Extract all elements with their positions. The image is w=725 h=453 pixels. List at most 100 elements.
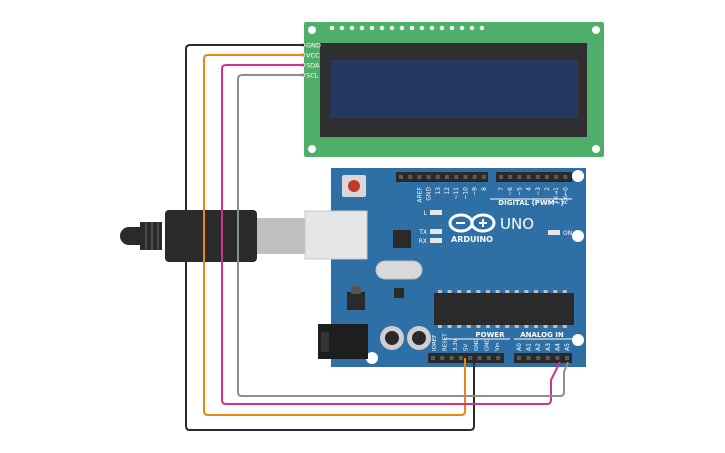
lcd-top-pin (399, 25, 405, 31)
header-hole[interactable] (431, 356, 435, 360)
header-hole[interactable] (496, 356, 501, 360)
led-tx (430, 229, 442, 234)
wire-scl[interactable] (237, 74, 569, 397)
arduino-pcb (331, 168, 586, 367)
header-hole[interactable] (526, 175, 531, 179)
voltage-regulator (347, 292, 365, 310)
header-hole[interactable] (468, 356, 473, 360)
header-hole[interactable] (545, 175, 549, 179)
header-hole[interactable] (440, 356, 445, 360)
power-pin-label: 5V (464, 344, 470, 351)
atmega-chip (434, 293, 574, 325)
header-hole[interactable] (472, 175, 477, 179)
header-hole[interactable] (486, 356, 491, 360)
header-hole[interactable] (499, 175, 503, 179)
led-on-label: ON (563, 230, 572, 237)
header-hole[interactable] (545, 356, 550, 360)
header-hole[interactable] (535, 175, 540, 179)
usb-plug-housing (165, 210, 257, 262)
header-hole[interactable] (517, 175, 522, 179)
lcd-top-pin (419, 25, 425, 31)
analog-pin-label: A2 (535, 343, 542, 351)
led-rx (430, 238, 442, 243)
digital-label: DIGITAL (PWM~) (498, 199, 563, 207)
digital-pin-label: ~11 (453, 187, 460, 200)
header-hole[interactable] (449, 356, 454, 360)
arduino-mount-hole (366, 352, 378, 364)
wire-vcc[interactable] (203, 54, 466, 416)
lcd-screen (330, 60, 578, 118)
lcd-top-pin (359, 25, 365, 31)
lcd-top-pin (459, 25, 465, 31)
usb-plug-metal (257, 218, 305, 254)
header-hole[interactable] (417, 175, 422, 179)
power-jack-inner (321, 332, 329, 352)
wire-gnd[interactable] (185, 44, 475, 431)
lcd-mount-hole (308, 26, 316, 34)
digital-pin-label: 8 (481, 187, 488, 191)
wire-sda[interactable] (221, 64, 561, 405)
digital-header-right (496, 172, 572, 182)
header-hole[interactable] (563, 175, 568, 179)
digital-header-left (396, 172, 488, 182)
arduino-model: UNO (500, 215, 534, 233)
analog-pin-label: A3 (545, 343, 552, 351)
arduino-mount-hole (572, 334, 584, 346)
header-hole[interactable] (536, 356, 541, 360)
lcd-mount-hole (308, 145, 316, 153)
lcd-top-pin (329, 25, 335, 31)
header-hole[interactable] (463, 175, 468, 179)
digital-pin-label: RX←0 (562, 187, 569, 204)
header-hole[interactable] (555, 356, 560, 360)
header-hole[interactable] (399, 175, 403, 179)
header-hole[interactable] (454, 175, 459, 179)
analog-header (514, 353, 572, 363)
arduino-mount-hole (572, 230, 584, 242)
reset-button-cap[interactable] (348, 180, 360, 192)
wires (185, 44, 569, 431)
digital-pin-label: GND (426, 187, 433, 201)
header-hole[interactable] (554, 175, 559, 179)
led-l (430, 210, 442, 215)
power-pin-label: RESET (443, 333, 449, 351)
header-hole[interactable] (481, 175, 486, 179)
lcd-top-pin (469, 25, 475, 31)
header-hole[interactable] (508, 175, 513, 179)
bottom-header-holes (431, 356, 569, 360)
header-hole[interactable] (435, 175, 440, 179)
power-pin-label: GND (485, 338, 491, 351)
digital-pin-label: ~10 (462, 187, 469, 200)
header-hole[interactable] (477, 356, 482, 360)
header-hole[interactable] (565, 356, 569, 360)
header-hole[interactable] (458, 356, 463, 360)
header-hole[interactable] (445, 175, 449, 179)
analog-pin-label: A5 (564, 343, 571, 351)
digital-pin-label: ~9 (472, 187, 479, 196)
header-hole[interactable] (408, 175, 413, 179)
led-tx-label: TX (418, 229, 427, 236)
lcd-pin-label: VCC (306, 52, 320, 60)
header-hole[interactable] (426, 175, 431, 179)
atmega-chip-pins (438, 290, 567, 328)
digital-pin-label: 4 (526, 187, 533, 191)
lcd-top-pin-row (329, 25, 485, 31)
digital-pin-label: 2 (544, 187, 551, 191)
digital-pin-label: ~3 (535, 187, 542, 196)
power-label: POWER (476, 331, 506, 339)
led-l-label: L (424, 210, 428, 217)
digital-pin-label: TX→1 (553, 187, 560, 205)
crystal-oscillator (375, 260, 423, 280)
header-hole[interactable] (517, 356, 521, 360)
digital-pin-label: 13 (435, 187, 442, 195)
digital-pin-label: 7 (498, 187, 505, 191)
digital-pin-label: ~6 (507, 187, 514, 196)
header-hole[interactable] (526, 356, 531, 360)
digital-header-holes (399, 175, 568, 179)
